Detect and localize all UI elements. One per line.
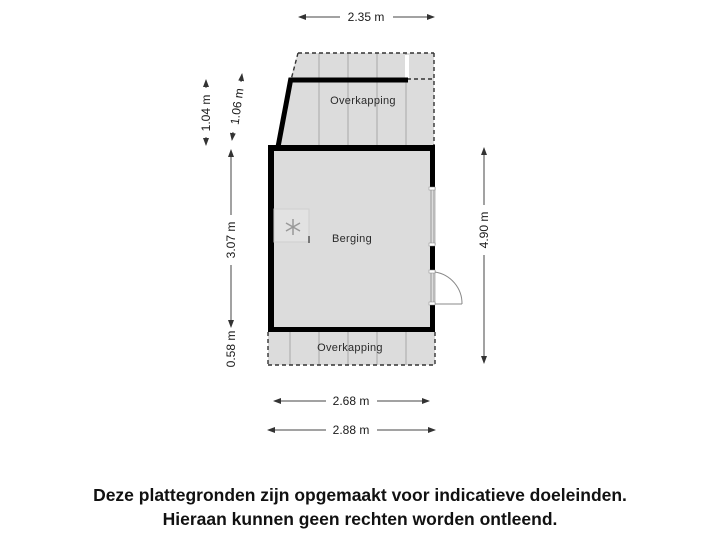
berging-room	[268, 145, 463, 332]
fan-icon	[273, 208, 310, 243]
room-label-overkapping-bottom: Overkapping	[317, 342, 383, 354]
room-label-overkapping-top: Overkapping	[330, 95, 396, 107]
window	[429, 187, 436, 245]
dim-top-width-label: 2.35 m	[348, 10, 385, 24]
door	[428, 269, 463, 306]
overkapping-top-area	[275, 52, 435, 148]
dim-bottom-outer-width-label: 2.88 m	[333, 423, 370, 437]
dim-left-bottom-height-label: 0.58 m	[224, 331, 238, 368]
dim-left-upper-2	[229, 73, 245, 141]
room-label-berging: Berging	[332, 233, 372, 245]
disclaimer-line-1: Deze plattegronden zijn opgemaakt voor i…	[93, 485, 627, 505]
dim-left-upper-2-label: 1.06 m	[228, 87, 247, 125]
dim-right-total-height-label: 4.90 m	[477, 212, 491, 249]
dim-left-upper-1-label: 1.04 m	[199, 95, 213, 132]
overkapping-bottom-area	[267, 332, 436, 366]
dim-left-room-height-label: 3.07 m	[224, 222, 238, 259]
disclaimer-line-2: Hieraan kunnen geen rechten worden ontle…	[162, 509, 558, 529]
dim-bottom-inner-width-label: 2.68 m	[333, 394, 370, 408]
